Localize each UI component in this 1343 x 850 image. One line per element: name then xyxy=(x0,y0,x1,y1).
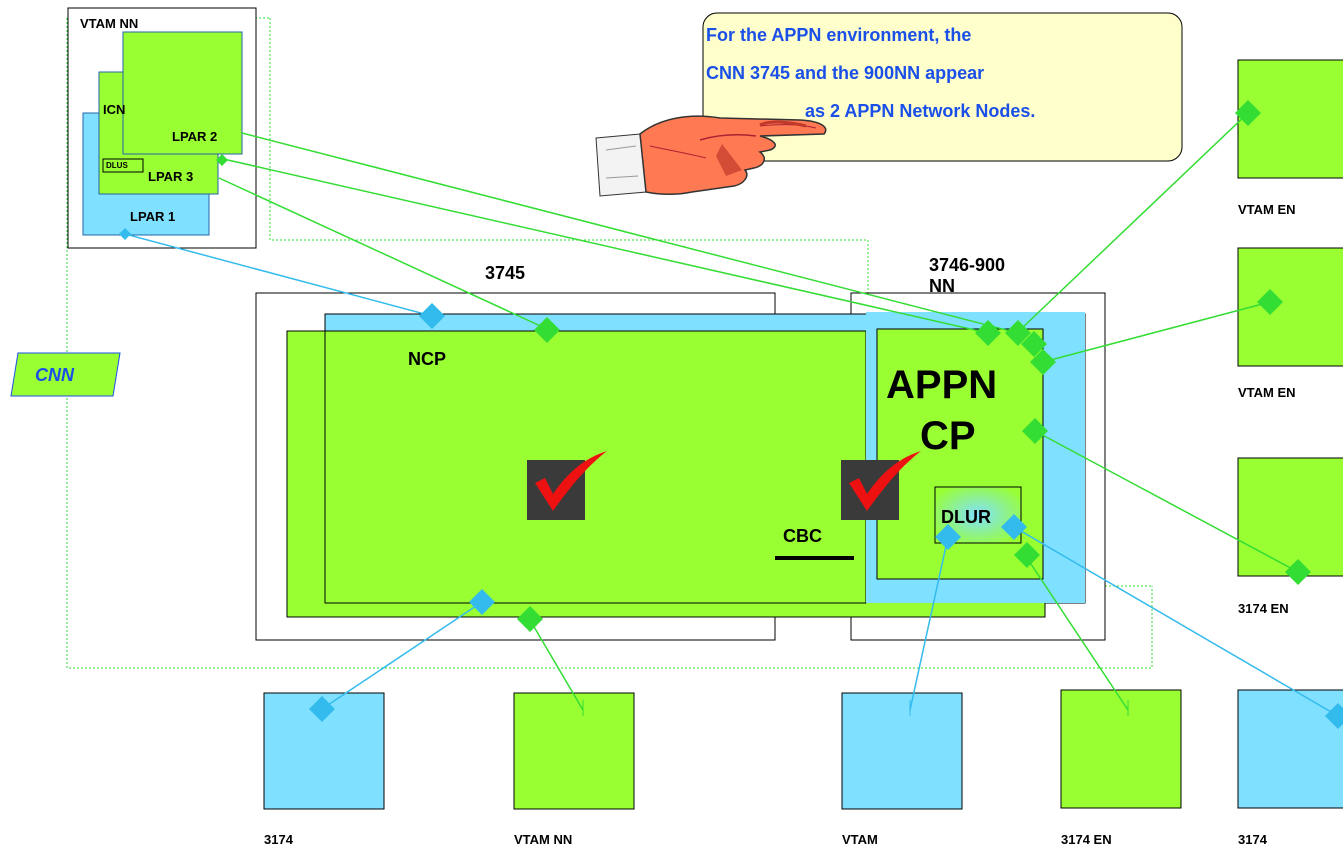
bottom-vtam-nn-box xyxy=(513,692,635,810)
checkmark-icon xyxy=(841,451,921,520)
controller-900-title-line2: NN xyxy=(929,276,955,296)
dlus-box xyxy=(102,158,144,173)
vtam-en-label-1: VTAM EN xyxy=(1238,202,1296,217)
green-connector-diamonds xyxy=(216,100,1311,632)
bottom-vtam-nn-label: VTAM NN xyxy=(514,832,573,847)
vtam-en-label-2: VTAM EN xyxy=(1238,385,1296,400)
cnn-label: CNN xyxy=(35,365,74,385)
callout-line-2: CNN 3745 and the 900NN appear xyxy=(706,63,985,83)
bottom-3174-en-label: 3174 EN xyxy=(1061,832,1112,847)
lpar2-label: LPAR 2 xyxy=(172,129,218,144)
callout-box xyxy=(702,12,1183,162)
blue-connector-diamonds xyxy=(119,228,1343,729)
lpar1-label: LPAR 1 xyxy=(130,209,176,224)
green-ticks xyxy=(582,700,1129,716)
cnn-boundary xyxy=(269,18,869,328)
icn-label: ICN xyxy=(103,102,126,117)
appn-label: APPN xyxy=(886,363,998,407)
en-3174-box-right xyxy=(1237,457,1343,577)
en-3174-label-right: 3174 EN xyxy=(1238,601,1289,616)
controller-900-title-line1: 3746-900 xyxy=(929,255,1006,275)
cnn-boundary-outer xyxy=(66,18,1153,669)
bottom-vtam-label: VTAM xyxy=(842,832,878,847)
bottom-3174-box-right xyxy=(1237,689,1343,809)
callout-line-3: as 2 APPN Network Nodes. xyxy=(805,101,1036,121)
green-links xyxy=(218,112,1299,711)
ncp-label: NCP xyxy=(408,349,447,369)
checkmark-icon xyxy=(527,451,607,520)
pointing-hand-icon xyxy=(595,115,827,197)
cbc-label: CBC xyxy=(783,526,822,546)
lpar3-label: LPAR 3 xyxy=(148,169,194,184)
blue-links xyxy=(124,233,1339,717)
bottom-3174-en-box xyxy=(1060,689,1182,809)
controller-3745-title: 3745 xyxy=(485,263,526,283)
cnn-shape xyxy=(10,352,121,397)
vtam-en-box-1 xyxy=(1237,59,1343,179)
dlus-label: DLUS xyxy=(106,161,128,170)
callout-line-1: For the APPN environment, the xyxy=(706,25,972,45)
bottom-3174-label-right: 3174 xyxy=(1238,832,1267,847)
bottom-vtam-box xyxy=(841,692,963,810)
cp-label: CP xyxy=(920,414,976,458)
bottom-3174-label: 3174 xyxy=(264,832,293,847)
lpar2-box xyxy=(122,31,243,155)
dlur-label: DLUR xyxy=(941,507,991,527)
host-title: VTAM NN xyxy=(80,16,139,31)
vtam-en-box-2 xyxy=(1237,247,1343,367)
